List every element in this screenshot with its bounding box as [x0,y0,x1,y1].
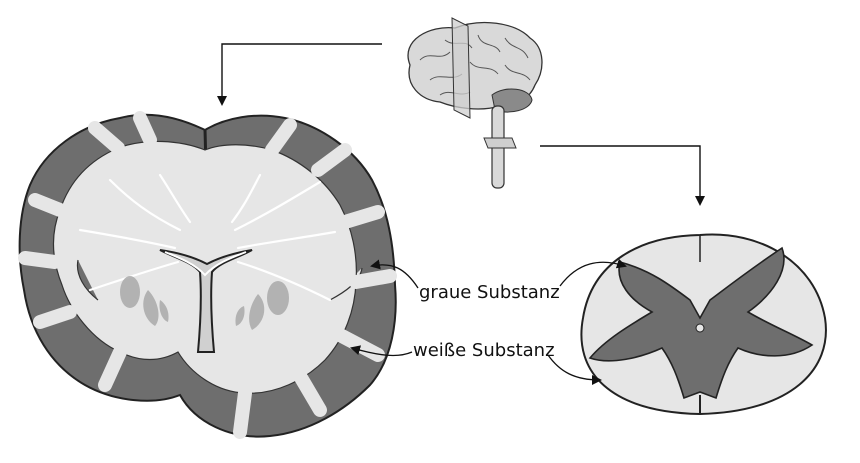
brain-coronal-section [20,115,396,437]
brain-icon [408,18,542,188]
label-grey-matter: graue Substanz [419,282,560,303]
label-white-matter: weiße Substanz [413,340,555,361]
section-plane-transverse [484,138,516,148]
section-plane-coronal [452,18,470,118]
arrow-to-spinal-section [540,146,700,204]
arrow-to-brain-section [222,44,382,104]
central-canal [696,324,704,332]
spinal-cord-section [581,234,826,414]
